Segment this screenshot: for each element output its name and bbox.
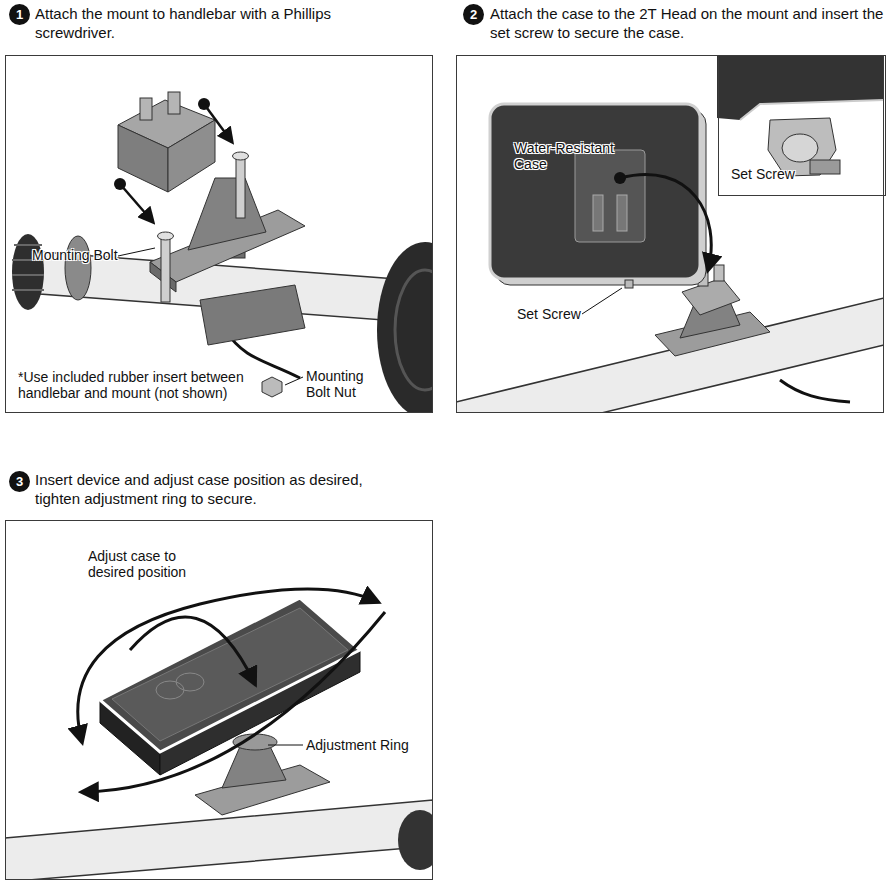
part-name: Set Screw bbox=[731, 166, 795, 182]
case-illustration bbox=[456, 55, 884, 413]
part-label: Set Screw bbox=[517, 306, 581, 322]
step-instruction: Insert device and adjust case position a… bbox=[35, 470, 405, 508]
detail-inset: Set Screw bbox=[718, 55, 886, 196]
part-label: *Use included rubber insert between hand… bbox=[18, 369, 268, 401]
part-label: Adjustment Ring bbox=[306, 737, 409, 753]
step-number: 3 bbox=[9, 471, 30, 492]
part-label: Water-Resistant Case bbox=[514, 140, 626, 172]
callout-number: 2 bbox=[463, 4, 484, 25]
step-instruction: Attach the case to the 2T Head on the mo… bbox=[490, 4, 884, 42]
part-label: Mounting Bolt Nut bbox=[306, 368, 378, 400]
adjust-illustration bbox=[5, 589, 433, 880]
part-label: Adjust case to desired position bbox=[88, 548, 206, 580]
step-panel: Attach the case to the 2T Head on the mo… bbox=[456, 55, 884, 413]
part-label: Mounting Bolt bbox=[32, 247, 118, 263]
step-number: 2 bbox=[463, 4, 484, 25]
mount-illustration bbox=[12, 92, 433, 413]
callout-number: 1 bbox=[9, 4, 30, 25]
step-instruction: Attach the mount to handlebar with a Phi… bbox=[35, 4, 335, 42]
callout-number: 3 bbox=[9, 471, 30, 492]
step-number: 1 bbox=[9, 4, 30, 25]
step-panel: Insert device and adjust case position a… bbox=[5, 520, 433, 880]
step-panel: Attach the mount to handlebar with a Phi… bbox=[5, 55, 433, 413]
